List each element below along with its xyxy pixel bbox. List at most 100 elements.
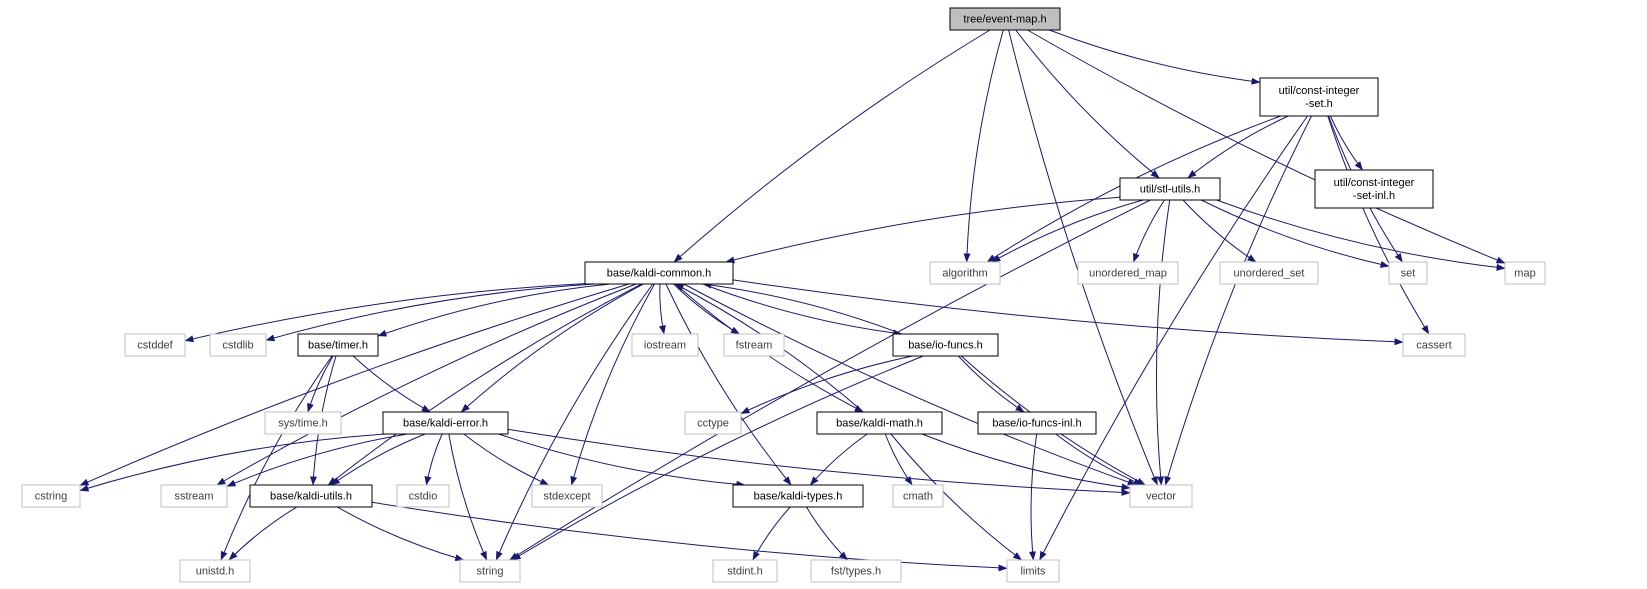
- node-set: set: [1388, 261, 1428, 285]
- node-systime: sys/time.h: [264, 411, 342, 435]
- edge-constset-to-stlutils: [1187, 115, 1289, 179]
- edge-math-to-cmath: [884, 433, 913, 486]
- node-iofuncs[interactable]: base/io-funcs.h: [892, 333, 999, 357]
- node-utils[interactable]: base/kaldi-utils.h: [249, 484, 373, 508]
- edge-constset-to-vector: [1164, 115, 1312, 486]
- node-box-cstdlib: [209, 333, 267, 357]
- node-box-algorithm: [929, 261, 1001, 285]
- node-box-cstring: [21, 484, 81, 508]
- edge-error-to-types: [498, 433, 746, 488]
- node-box-math: [816, 411, 943, 435]
- node-box-iofuncsinl: [977, 411, 1097, 435]
- node-cstdio: cstdio: [396, 484, 450, 508]
- edge-root-to-stlutils: [1015, 29, 1160, 179]
- node-box-fstream: [723, 333, 785, 357]
- node-timer[interactable]: base/timer.h: [297, 333, 379, 357]
- node-label-unistd: unistd.h: [196, 566, 235, 578]
- edge-math-to-limits: [890, 433, 1022, 561]
- edge-timer-to-error: [352, 355, 431, 413]
- edge-root-to-common: [673, 29, 991, 263]
- edge-iofuncs-to-cctype: [740, 355, 913, 415]
- edge-error-to-string: [448, 433, 488, 561]
- edge-constset-to-limits: [1039, 115, 1308, 561]
- node-label-string: string: [477, 566, 504, 578]
- edge-common-to-cassert: [732, 279, 1404, 346]
- node-cassert: cassert: [1402, 333, 1466, 357]
- node-common[interactable]: base/kaldi-common.h: [584, 261, 734, 285]
- edge-stlutils-to-unordered_set: [1182, 199, 1257, 263]
- edge-utils-to-string: [337, 506, 465, 562]
- node-box-unistd: [179, 559, 251, 583]
- node-box-utils: [249, 484, 373, 508]
- node-iofuncsinl[interactable]: base/io-funcs-inl.h: [977, 411, 1097, 435]
- edge-common-to-error: [460, 283, 644, 413]
- edge-stlutils-to-set: [1200, 199, 1390, 268]
- node-types[interactable]: base/kaldi-types.h: [732, 484, 864, 508]
- node-box-common: [584, 261, 734, 285]
- node-stlutils[interactable]: util/stl-utils.h: [1119, 177, 1221, 201]
- node-cmath: cmath: [892, 484, 944, 508]
- node-label-math: base/kaldi-math.h: [836, 418, 923, 430]
- edge-error-to-vector: [507, 428, 1131, 496]
- edge-root-to-algorithm: [963, 29, 1004, 263]
- node-box-fsttypes: [810, 559, 902, 583]
- node-unordered_set: unordered_set: [1219, 261, 1319, 285]
- edge-root-to-vector: [1008, 29, 1158, 486]
- node-label-utils: base/kaldi-utils.h: [270, 491, 352, 503]
- edge-constset-to-cassert: [1327, 115, 1430, 335]
- node-box-constsetinl: [1314, 169, 1434, 209]
- node-label-cstdlib: cstdlib: [222, 340, 253, 352]
- node-constsetinl[interactable]: util/const-integer-set-inl.h: [1314, 169, 1434, 209]
- node-label-iofuncsinl: base/io-funcs-inl.h: [992, 418, 1081, 430]
- edge-common-to-iofuncs: [702, 283, 903, 337]
- edge-iofuncs-to-common: [702, 281, 902, 335]
- node-box-root: [949, 7, 1061, 31]
- node-label-fsttypes: fst/types.h: [831, 566, 881, 578]
- node-stdexcept: stdexcept: [531, 484, 603, 508]
- edge-timer-to-systime: [307, 355, 334, 413]
- node-algorithm: algorithm: [929, 261, 1001, 285]
- node-label-constset: util/const-integer: [1279, 85, 1360, 97]
- node-box-string: [459, 559, 521, 583]
- node-math[interactable]: base/kaldi-math.h: [816, 411, 943, 435]
- node-fsttypes: fst/types.h: [810, 559, 902, 583]
- edge-error-to-utils: [330, 433, 426, 486]
- node-box-map: [1504, 261, 1546, 285]
- edge-constset-to-constsetinl: [1329, 115, 1363, 171]
- edge-stlutils-to-map: [1216, 199, 1506, 271]
- nodes-layer: tree/event-map.h util/const-integer-set.h…: [21, 7, 1546, 583]
- node-map: map: [1504, 261, 1546, 285]
- edge-types-to-fsttypes: [806, 506, 848, 561]
- edge-root-to-map: [1027, 29, 1506, 264]
- node-label-stlutils: util/stl-utils.h: [1140, 184, 1201, 196]
- node-label-fstream: fstream: [736, 340, 773, 352]
- node-label-map: map: [1514, 268, 1535, 280]
- node-box-cstdio: [396, 484, 450, 508]
- node-box-cmath: [892, 484, 944, 508]
- node-box-types: [732, 484, 864, 508]
- node-root[interactable]: tree/event-map.h: [949, 7, 1061, 31]
- edge-common-to-cstdlib: [265, 283, 595, 342]
- edge-stlutils-to-common: [725, 196, 1121, 264]
- node-box-sstream: [160, 484, 228, 508]
- node-label-timer: base/timer.h: [308, 340, 368, 352]
- edge-common-to-iostream: [658, 283, 666, 335]
- node-box-vector: [1129, 484, 1193, 508]
- node-label-types: base/kaldi-types.h: [754, 491, 843, 503]
- node-box-set: [1388, 261, 1428, 285]
- node-box-iofuncs: [892, 333, 999, 357]
- edge-common-to-string: [495, 283, 654, 561]
- node-box-iostream: [631, 333, 699, 357]
- node-label-constset: -set.h: [1305, 98, 1333, 110]
- node-constset[interactable]: util/const-integer-set.h: [1259, 77, 1379, 117]
- node-box-limits: [1006, 559, 1060, 583]
- edge-error-to-sstream: [226, 433, 408, 487]
- edge-iofuncsinl-to-vector: [1055, 433, 1143, 486]
- edge-common-to-utils: [327, 283, 643, 486]
- node-label-cstddef: cstddef: [137, 340, 173, 352]
- node-error[interactable]: base/kaldi-error.h: [382, 411, 509, 435]
- node-limits: limits: [1006, 559, 1060, 583]
- node-unordered_map: unordered_map: [1077, 261, 1179, 285]
- edge-common-to-cstring: [79, 283, 630, 486]
